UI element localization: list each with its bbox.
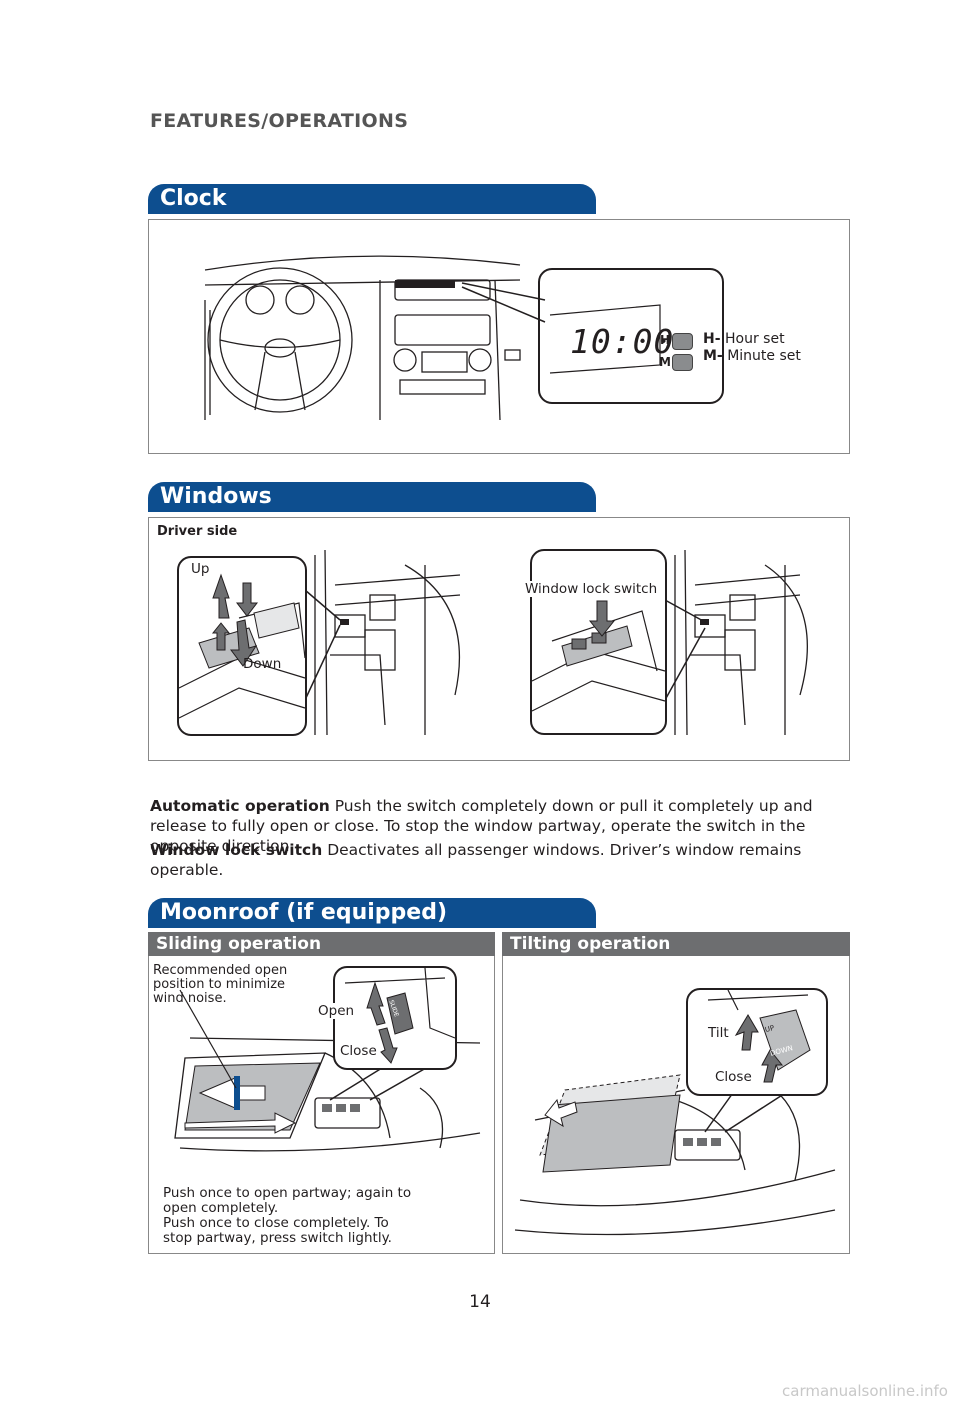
clock-detail-box <box>538 268 724 404</box>
moonroof-section-tab: Moonroof (if equipped) <box>148 898 596 928</box>
clock-section-tab: Clock <box>148 184 596 214</box>
window-switch-zoom-detail <box>178 573 306 719</box>
windows-callout-lines-left <box>304 589 706 701</box>
clock-display: 10:00 <box>570 322 675 361</box>
hour-key-label: H <box>660 333 671 347</box>
window-lock-zoom-detail <box>531 600 666 712</box>
tilting-switch-zoom-detail <box>707 989 811 1083</box>
tilt-label: Tilt <box>706 1025 731 1041</box>
sliding-switch-zoom-detail <box>344 967 456 1064</box>
window-switch-illustration <box>314 549 461 736</box>
clock-display-frame <box>549 304 661 374</box>
sliding-instructions: Push once to open partway; again to open… <box>163 1186 411 1246</box>
minute-set-text: Minute set <box>727 348 801 364</box>
hour-set-text: Hour set <box>724 331 785 347</box>
dashboard-illustration <box>204 255 521 421</box>
minute-set-button[interactable] <box>672 354 693 371</box>
sliding-instructions-line-1: Push once to open partway; again to <box>163 1185 412 1201</box>
slide-open-label: Open <box>316 1003 357 1019</box>
sliding-instructions-line-3: Push once to close completely. To <box>163 1215 389 1231</box>
sliding-operation-heading: Sliding operation <box>148 932 495 956</box>
hour-set-legend: H- Hour set <box>703 331 785 347</box>
window-lock-title: Window lock switch <box>150 841 323 859</box>
windows-section-tab: Windows <box>148 482 596 512</box>
sliding-instructions-line-2: open completely. <box>163 1200 279 1216</box>
watermark: carmanualsonline.info <box>782 1382 948 1400</box>
hour-set-code: H- <box>703 331 721 347</box>
window-lock-text: Deactivates all passenger windows. Drive… <box>150 841 802 879</box>
minute-set-legend: M- Minute set <box>703 348 801 364</box>
automatic-operation-paragraph: Automatic operation Push the switch comp… <box>150 796 850 856</box>
tilting-operation-heading: Tilting operation <box>502 932 850 956</box>
sliding-moonroof-illustration <box>174 989 481 1152</box>
recommended-note-line-1: Recommended open <box>153 963 288 978</box>
automatic-operation-text: Push the switch completely down or pull … <box>150 797 813 855</box>
window-lock-illustration <box>674 549 808 736</box>
window-lock-paragraph: Window lock switch Deactivates all passe… <box>150 840 850 880</box>
recommended-note-line-3: wind noise. <box>153 991 227 1006</box>
clock-panel <box>148 219 850 454</box>
hour-set-button[interactable] <box>672 333 693 350</box>
page-number: 14 <box>469 1292 491 1312</box>
sliding-instructions-line-4: stop partway, press switch lightly. <box>163 1230 392 1246</box>
minute-key-label: M <box>659 355 671 369</box>
window-down-label: Down <box>243 656 282 672</box>
recommended-note-line-2: position to minimize <box>153 977 286 992</box>
automatic-operation-title: Automatic operation <box>150 797 330 815</box>
tilt-close-label: Close <box>713 1069 754 1085</box>
recommended-position-note: Recommended open position to minimize wi… <box>153 964 287 1006</box>
clock-callout-lines <box>461 282 546 323</box>
tilting-callout-lines <box>704 1089 791 1133</box>
minute-set-code: M- <box>703 348 723 364</box>
slide-close-label: Close <box>338 1043 379 1059</box>
driver-side-label: Driver side <box>157 524 238 539</box>
page-title: FEATURES/OPERATIONS <box>150 110 409 132</box>
window-up-label: Up <box>191 561 210 577</box>
tilting-moonroof-illustration <box>514 1074 836 1236</box>
window-lock-switch-label: Window lock switch <box>523 581 660 597</box>
